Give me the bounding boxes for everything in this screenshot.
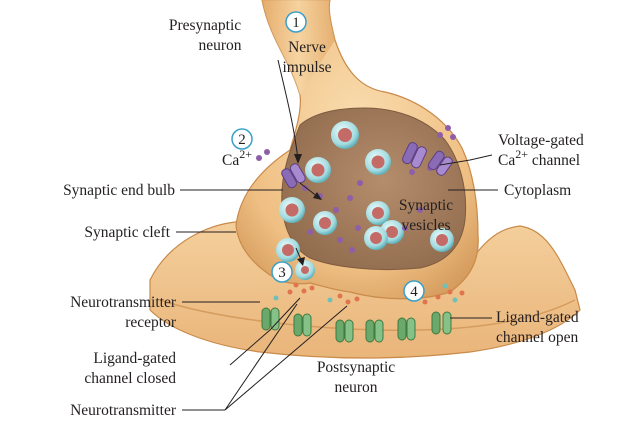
label-synaptic-cleft: Synaptic cleft xyxy=(84,224,170,241)
vesicle xyxy=(364,226,388,250)
step-4-marker: 4 xyxy=(404,281,424,301)
step-3-marker: 3 xyxy=(272,262,292,282)
label-calcium-ion: Ca2+ xyxy=(222,147,252,169)
label-receptor-line1: Neurotransmitter xyxy=(70,294,177,311)
vesicle xyxy=(305,157,331,183)
label-neurotransmitter: Neurotransmitter xyxy=(70,402,177,419)
step-2-marker: 2 xyxy=(232,129,252,149)
label-nerve-impulse-line2: impulse xyxy=(282,59,331,76)
label-receptor-line2: receptor xyxy=(125,314,177,331)
label-ligand-closed-line2: channel closed xyxy=(84,370,176,387)
presynaptic-neuron-shape xyxy=(236,0,478,299)
label-presynaptic-line2: neuron xyxy=(198,37,241,54)
label-vesicles-line1: Synaptic xyxy=(399,197,453,214)
label-synaptic-end-bulb: Synaptic end bulb xyxy=(63,182,175,199)
step-1-marker: 1 xyxy=(286,12,306,32)
svg-text:4: 4 xyxy=(410,284,418,300)
label-voltage-gated-line2: Ca2+ channel xyxy=(498,147,580,169)
svg-text:2: 2 xyxy=(238,132,246,148)
vesicle xyxy=(331,121,359,149)
vesicle xyxy=(365,149,391,175)
label-cytoplasm: Cytoplasm xyxy=(504,182,571,199)
svg-text:1: 1 xyxy=(292,15,300,31)
label-ligand-open-line2: channel open xyxy=(496,329,578,346)
fusing-vesicle xyxy=(295,260,315,280)
label-ligand-closed-line1: Ligand-gated xyxy=(93,350,176,367)
label-vesicles-line2: vesicles xyxy=(401,217,450,234)
label-voltage-gated-line1: Voltage-gated xyxy=(498,132,584,149)
vesicle xyxy=(313,211,337,235)
label-nerve-impulse-line1: Nerve xyxy=(288,39,326,56)
label-postsynaptic-line1: Postsynaptic xyxy=(317,359,395,376)
label-ligand-open-line1: Ligand-gated xyxy=(496,309,579,326)
label-presynaptic-line1: Presynaptic xyxy=(169,17,241,34)
label-postsynaptic-line2: neuron xyxy=(334,379,377,396)
vesicle xyxy=(279,197,305,223)
svg-text:3: 3 xyxy=(278,265,286,281)
